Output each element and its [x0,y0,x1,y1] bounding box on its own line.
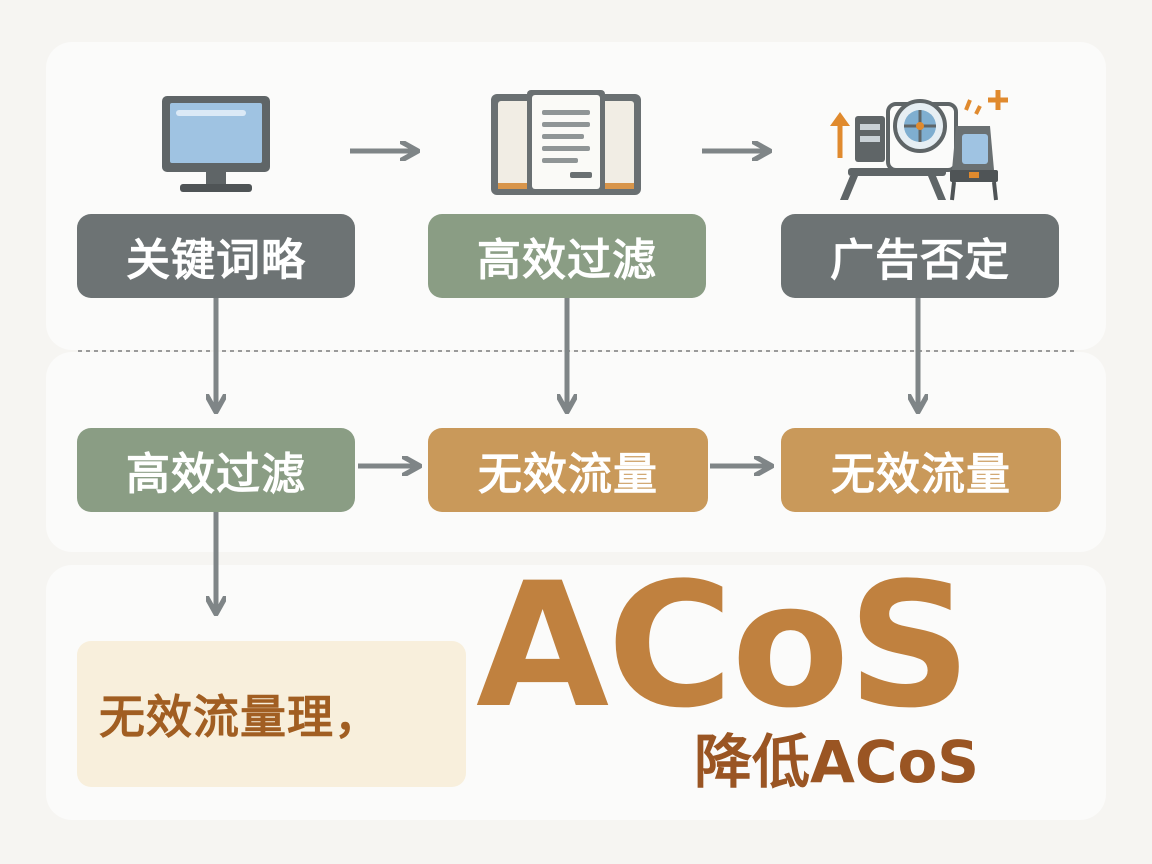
ad-equipment-icon [830,90,1008,201]
node-invalid-traffic-1: 无效流量 [428,428,708,512]
acos-headline: ACoS [476,545,971,746]
reduce-acos-label: 降低ACoS [694,728,980,796]
node-filter-mid: 高效过滤 [77,428,355,512]
node-invalid-traffic-manage: 无效流量理， [77,641,466,787]
node-ad-negation: 广告否定 [781,214,1059,298]
document-book-icon [491,90,641,195]
monitor-icon [162,96,270,192]
node-filter-top: 高效过滤 [428,214,706,298]
node-invalid-traffic-2: 无效流量 [781,428,1061,512]
node-keyword-strategy: 关键词略 [77,214,355,298]
